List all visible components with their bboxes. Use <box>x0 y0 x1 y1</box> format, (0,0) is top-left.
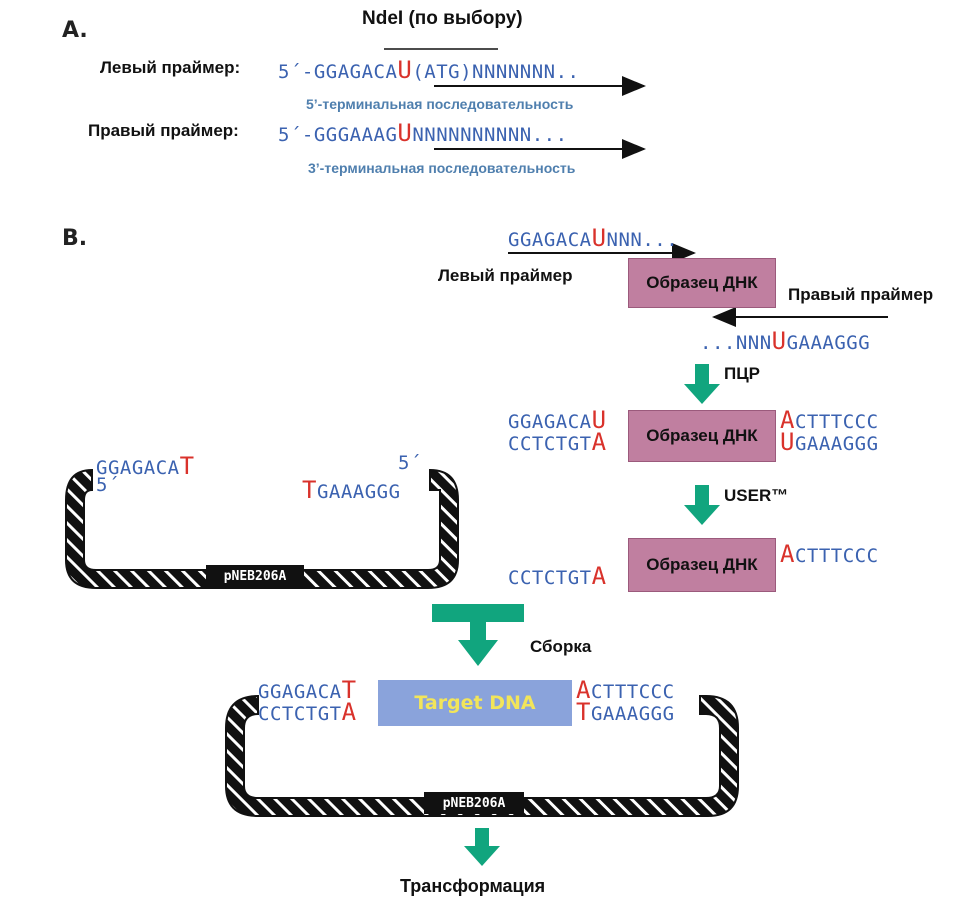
seq-part: GGAGACA <box>508 229 592 251</box>
vector-five-prime-right: 5´ <box>398 452 422 474</box>
vector-plasmid-2 <box>225 694 739 817</box>
seq-part: GGAGACA <box>508 411 592 433</box>
assembly-label: Сборка <box>530 637 592 656</box>
adenine-mark: A <box>780 540 795 568</box>
b-top-sequence: GGAGACAUNNN... <box>508 224 678 252</box>
adenine-mark: A <box>780 406 795 434</box>
pcr-top-left-seq: GGAGACAU <box>508 408 607 433</box>
adenine-mark: A <box>341 698 357 726</box>
adenine-mark: A <box>576 676 591 704</box>
vector-five-prime-left: 5´ <box>96 474 120 496</box>
vector-name-1: pNEB206A <box>223 568 287 584</box>
final-top-right-seq: ACTTTCCC <box>576 678 675 703</box>
seq-part: GGAGACA <box>258 681 342 703</box>
uracil-mark: U <box>591 224 607 252</box>
seq-part: CTTTCCC <box>794 545 879 567</box>
assembly-arrow <box>432 604 524 666</box>
seq-part: GAAAGGG <box>316 481 401 503</box>
final-bottom-right-seq: TGAAAGGG <box>576 700 675 725</box>
pcr-bottom-left-seq: CCTCTGTA <box>508 430 607 455</box>
vector-top-left-seq: GGAGACAT <box>96 452 195 480</box>
seq-part: GAAAGGG <box>590 703 675 725</box>
uracil-mark: U <box>780 428 795 456</box>
seq-part: GAAAGGG <box>794 433 879 455</box>
ndel-label: NdeI (по выбору) <box>362 8 523 29</box>
a-left-caption: 5’-терминальная последовательность <box>306 96 574 112</box>
seq-part: CTTTCCC <box>590 681 675 703</box>
pcr-top-right-seq: ACTTTCCC <box>780 408 879 433</box>
seq-part: GGAGACA <box>96 457 180 479</box>
seq-part: 5´-GGGAAAG <box>278 124 398 146</box>
vector-plasmid-1 <box>65 468 459 589</box>
pcr-arrow <box>684 364 720 404</box>
final-top-left-seq: GGAGACAT <box>258 678 357 703</box>
user-label: USER™ <box>724 486 789 505</box>
thymine-mark: T <box>576 698 591 726</box>
uracil-mark: U <box>397 119 413 147</box>
thymine-mark: T <box>179 452 195 480</box>
transformation-label: Трансформация <box>400 876 546 896</box>
user-right-seq: ACTTTCCC <box>780 540 879 568</box>
b-bottom-sequence: ...NNNUGAAAGGG <box>700 327 870 355</box>
pcr-bottom-right-seq: UGAAAGGG <box>780 430 879 455</box>
seq-part: GAAAGGG <box>786 332 871 354</box>
thymine-mark: T <box>302 476 317 504</box>
uracil-mark: U <box>591 406 607 434</box>
a-right-caption: 3’-терминальная последовательность <box>308 160 576 176</box>
target-dna-box: Target DNA <box>378 680 572 726</box>
transformation-arrow <box>464 828 500 866</box>
a-right-primer-sequence: 5´-GGGAAAGUNNNNNNNNNN... <box>278 119 568 147</box>
seq-part: CTTTCCC <box>794 411 879 433</box>
seq-part: NNNNNNNNNN... <box>412 124 568 146</box>
uracil-mark: U <box>397 56 413 84</box>
vector-right-seq: TGAAAGGG <box>302 476 401 504</box>
dna-sample-box-1: Образец ДНК <box>628 258 776 308</box>
seq-part: CCTCTGT <box>508 567 592 589</box>
a-left-primer-sequence: 5´-GGAGACAU(ATG)NNNNNNN.. <box>278 56 580 84</box>
uracil-mark: U <box>771 327 787 355</box>
pcr-label: ПЦР <box>724 364 760 383</box>
final-bottom-left-seq: CCTCTGTA <box>258 700 357 725</box>
thymine-mark: T <box>341 676 357 704</box>
seq-part: NNN... <box>606 229 679 251</box>
adenine-mark: A <box>591 428 607 456</box>
adenine-mark: A <box>591 562 607 590</box>
vector-name-2: pNEB206A <box>442 795 506 811</box>
b-left-primer-label: Левый праймер <box>438 266 573 285</box>
b-right-primer-label: Правый праймер <box>788 285 934 304</box>
user-arrow <box>684 485 720 525</box>
seq-part: (ATG)NNNNNNN.. <box>412 61 580 83</box>
seq-part: CCTCTGT <box>258 703 342 725</box>
dna-sample-box-3: Образец ДНК <box>628 538 776 592</box>
dna-sample-box-2: Образец ДНК <box>628 410 776 462</box>
user-left-seq: CCTCTGTA <box>508 562 607 590</box>
seq-part: CCTCTGT <box>508 433 592 455</box>
seq-part: 5´-GGAGACA <box>278 61 398 83</box>
a-left-primer-label: Левый праймер: <box>100 58 241 77</box>
seq-part: ...NNN <box>700 332 772 354</box>
a-right-primer-label: Правый праймер: <box>88 121 239 140</box>
section-b-label: B. <box>62 226 88 251</box>
section-a-label: A. <box>62 18 88 43</box>
